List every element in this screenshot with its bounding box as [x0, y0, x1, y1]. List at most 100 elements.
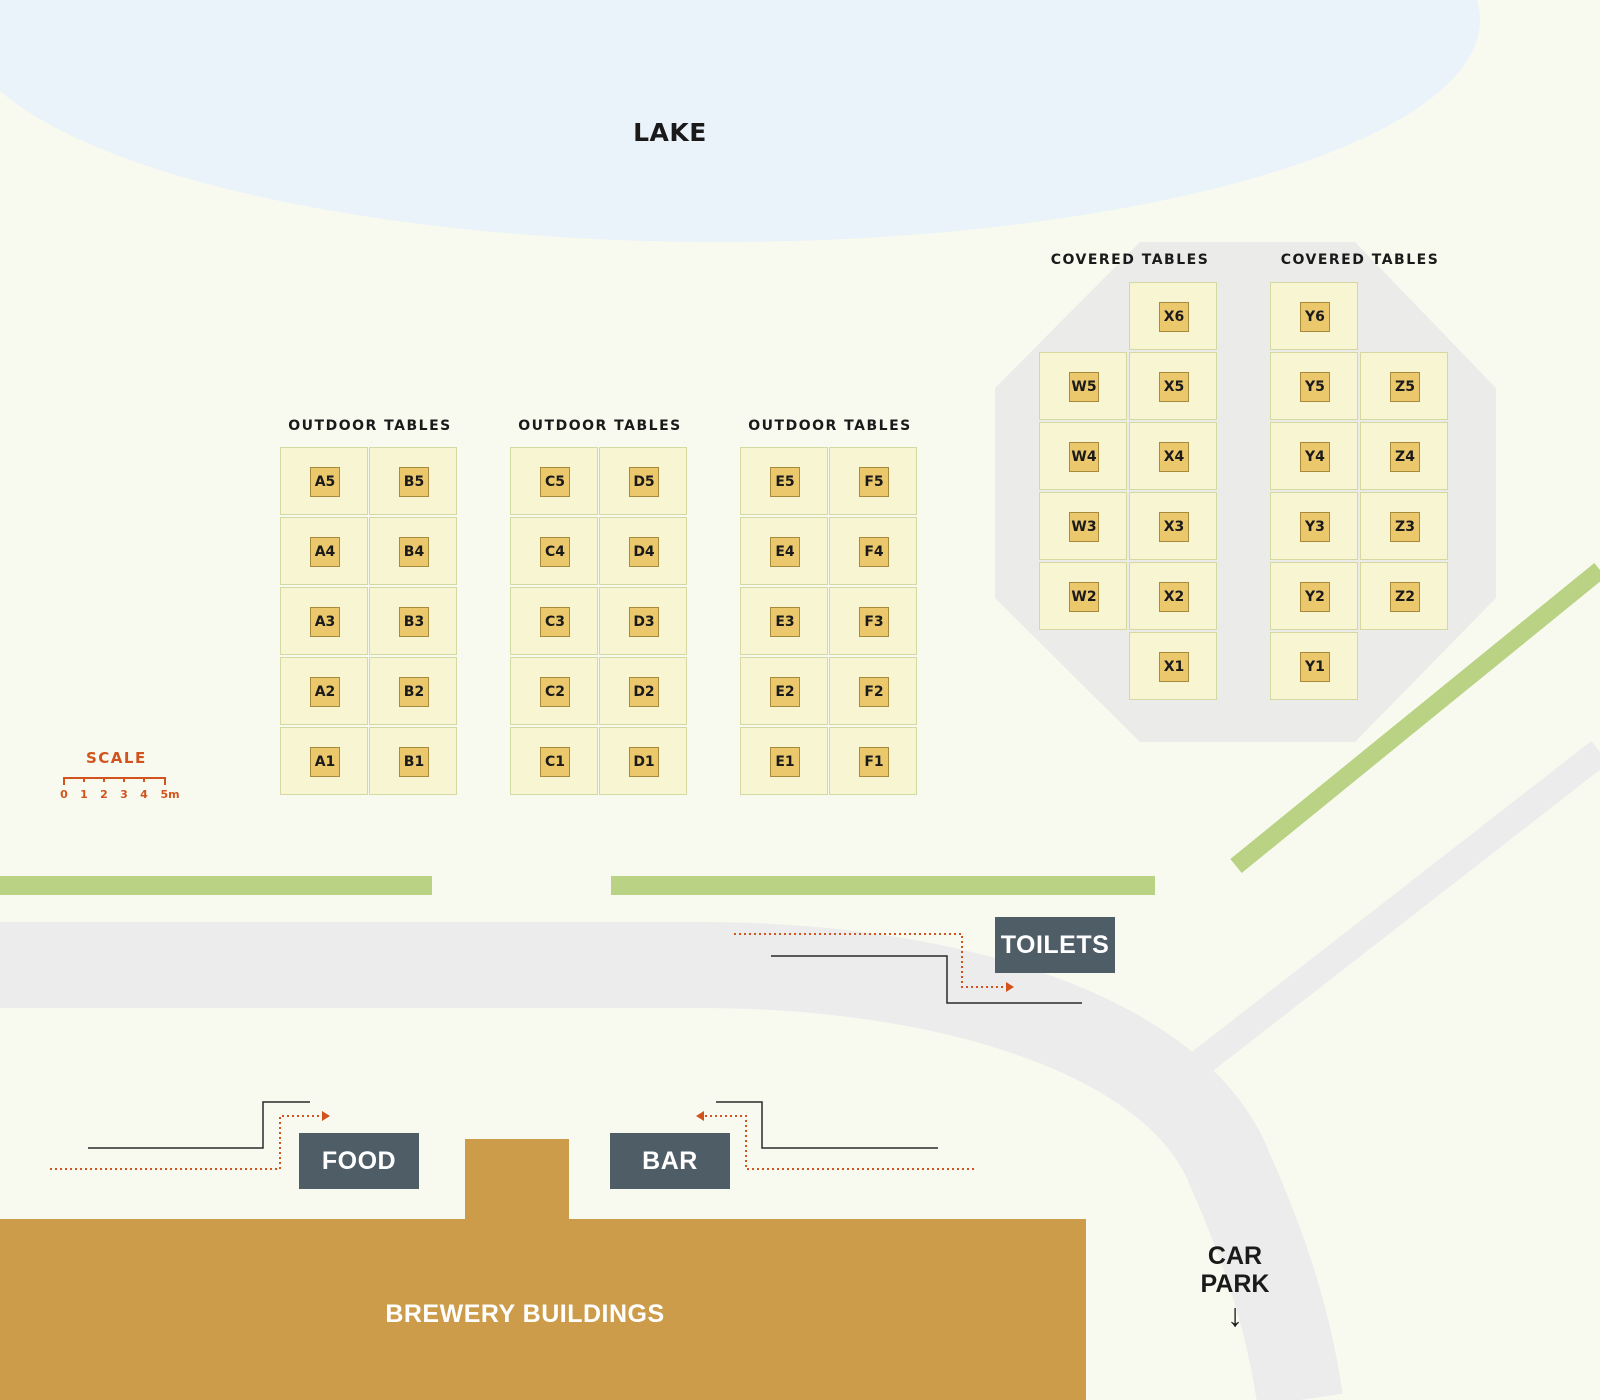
section-title-covered-yz: COVERED TABLES [1280, 252, 1440, 268]
table-cell-x2[interactable]: X2 [1129, 562, 1217, 630]
table-label: E1 [770, 747, 800, 777]
scale-title: SCALE [86, 749, 147, 767]
car-park-label[interactable]: CAR PARK ↓ [1180, 1242, 1290, 1332]
table-label: F3 [859, 607, 889, 637]
table-cell-z3[interactable]: Z3 [1360, 492, 1448, 560]
lake-area [0, 0, 1480, 242]
table-label: X4 [1159, 442, 1189, 472]
table-cell-c4[interactable]: C4 [510, 517, 598, 585]
table-cell-e4[interactable]: E4 [740, 517, 828, 585]
table-cell-x6[interactable]: X6 [1129, 282, 1217, 350]
table-cell-y4[interactable]: Y4 [1270, 422, 1358, 490]
table-cell-a3[interactable]: A3 [280, 587, 368, 655]
table-cell-b4[interactable]: B4 [369, 517, 457, 585]
table-cell-w5[interactable]: W5 [1039, 352, 1127, 420]
table-cell-w4[interactable]: W4 [1039, 422, 1127, 490]
table-cell-y1[interactable]: Y1 [1270, 632, 1358, 700]
table-cell-b1[interactable]: B1 [369, 727, 457, 795]
table-cell-e1[interactable]: E1 [740, 727, 828, 795]
table-label: D1 [629, 747, 659, 777]
table-label: B1 [399, 747, 429, 777]
table-cell-f4[interactable]: F4 [829, 517, 917, 585]
table-label: D3 [629, 607, 659, 637]
table-cell-z2[interactable]: Z2 [1360, 562, 1448, 630]
table-label: X2 [1159, 582, 1189, 612]
table-cell-e3[interactable]: E3 [740, 587, 828, 655]
table-label: D4 [629, 537, 659, 567]
bar-guide-line [716, 1101, 938, 1149]
table-label: D2 [629, 677, 659, 707]
table-cell-x1[interactable]: X1 [1129, 632, 1217, 700]
walkway [0, 922, 1343, 1400]
table-cell-d2[interactable]: D2 [599, 657, 687, 725]
table-cell-y2[interactable]: Y2 [1270, 562, 1358, 630]
table-label: X3 [1159, 512, 1189, 542]
table-cell-w3[interactable]: W3 [1039, 492, 1127, 560]
bar-route-arrowhead [696, 1111, 704, 1121]
table-label: F5 [859, 467, 889, 497]
table-label: F2 [859, 677, 889, 707]
table-cell-y5[interactable]: Y5 [1270, 352, 1358, 420]
toilets-sign[interactable]: TOILETS [995, 917, 1115, 973]
table-label: C2 [540, 677, 570, 707]
table-cell-a5[interactable]: A5 [280, 447, 368, 515]
car-park-label-line2: PARK [1200, 1270, 1270, 1298]
scale-tick-label: 5m [160, 788, 180, 801]
scale-tick-label: 4 [140, 788, 148, 801]
table-cell-f3[interactable]: F3 [829, 587, 917, 655]
table-cell-d1[interactable]: D1 [599, 727, 687, 795]
table-cell-f2[interactable]: F2 [829, 657, 917, 725]
table-cell-y6[interactable]: Y6 [1270, 282, 1358, 350]
table-cell-f1[interactable]: F1 [829, 727, 917, 795]
table-cell-c2[interactable]: C2 [510, 657, 598, 725]
table-label: E5 [770, 467, 800, 497]
table-cell-c3[interactable]: C3 [510, 587, 598, 655]
table-cell-b5[interactable]: B5 [369, 447, 457, 515]
table-label: B3 [399, 607, 429, 637]
table-cell-d4[interactable]: D4 [599, 517, 687, 585]
hedge-middle [611, 876, 1155, 895]
table-cell-z4[interactable]: Z4 [1360, 422, 1448, 490]
table-cell-w2[interactable]: W2 [1039, 562, 1127, 630]
food-route-arrowhead [322, 1111, 330, 1121]
table-label: A5 [310, 467, 340, 497]
table-label: A2 [310, 677, 340, 707]
table-cell-e2[interactable]: E2 [740, 657, 828, 725]
hedge-left [0, 876, 432, 895]
table-label: D5 [629, 467, 659, 497]
table-cell-y3[interactable]: Y3 [1270, 492, 1358, 560]
hedge-diagonal [1230, 563, 1600, 873]
table-label: B2 [399, 677, 429, 707]
table-cell-z5[interactable]: Z5 [1360, 352, 1448, 420]
table-cell-d5[interactable]: D5 [599, 447, 687, 515]
table-label: B4 [399, 537, 429, 567]
table-cell-c5[interactable]: C5 [510, 447, 598, 515]
scale-tick-label: 3 [120, 788, 128, 801]
table-cell-a1[interactable]: A1 [280, 727, 368, 795]
table-label: A1 [310, 747, 340, 777]
table-cell-e5[interactable]: E5 [740, 447, 828, 515]
table-label: Z5 [1390, 372, 1420, 402]
table-cell-f5[interactable]: F5 [829, 447, 917, 515]
table-cell-x5[interactable]: X5 [1129, 352, 1217, 420]
bar-sign[interactable]: BAR [610, 1133, 730, 1189]
brewery-entrance [465, 1139, 569, 1221]
table-label: Y3 [1300, 512, 1330, 542]
table-cell-x4[interactable]: X4 [1129, 422, 1217, 490]
table-cell-a4[interactable]: A4 [280, 517, 368, 585]
table-cell-a2[interactable]: A2 [280, 657, 368, 725]
section-title-outdoor-ab: OUTDOOR TABLES [288, 418, 452, 434]
bar-route [704, 1115, 974, 1170]
table-label: C3 [540, 607, 570, 637]
table-label: W4 [1069, 442, 1099, 472]
table-cell-b3[interactable]: B3 [369, 587, 457, 655]
table-cell-c1[interactable]: C1 [510, 727, 598, 795]
food-sign[interactable]: FOOD [299, 1133, 419, 1189]
table-label: Z3 [1390, 512, 1420, 542]
lake-label: LAKE [633, 118, 707, 147]
table-cell-x3[interactable]: X3 [1129, 492, 1217, 560]
table-label: Z4 [1390, 442, 1420, 472]
table-cell-b2[interactable]: B2 [369, 657, 457, 725]
table-cell-d3[interactable]: D3 [599, 587, 687, 655]
